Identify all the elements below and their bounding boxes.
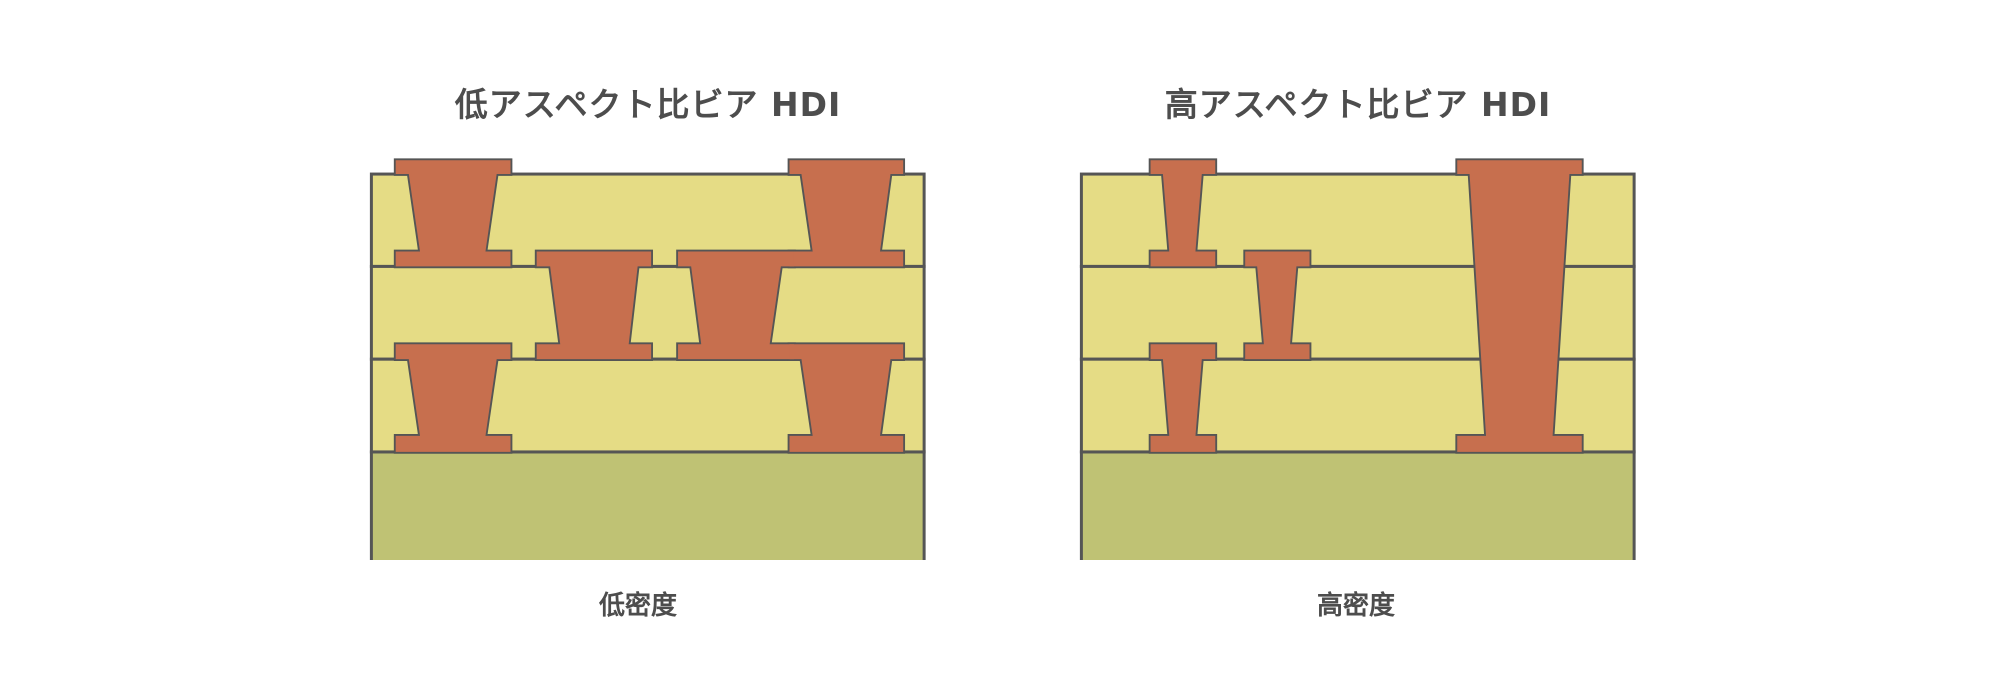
copper-vias bbox=[1148, 158, 1584, 454]
left-diagram-title: 低アスペクト比ビア HDI bbox=[454, 85, 842, 124]
low-aspect-ratio-via-diagram bbox=[369, 158, 926, 560]
left-density-label: 低密度 bbox=[598, 591, 677, 621]
core-substrate bbox=[1079, 450, 1636, 560]
core-substrate bbox=[369, 450, 926, 560]
right-diagram-title: 高アスペクト比ビア HDI bbox=[1164, 85, 1552, 124]
copper-vias bbox=[393, 158, 906, 454]
high-aspect-ratio-via-diagram bbox=[1079, 158, 1636, 560]
right-density-label: 高密度 bbox=[1316, 591, 1395, 621]
